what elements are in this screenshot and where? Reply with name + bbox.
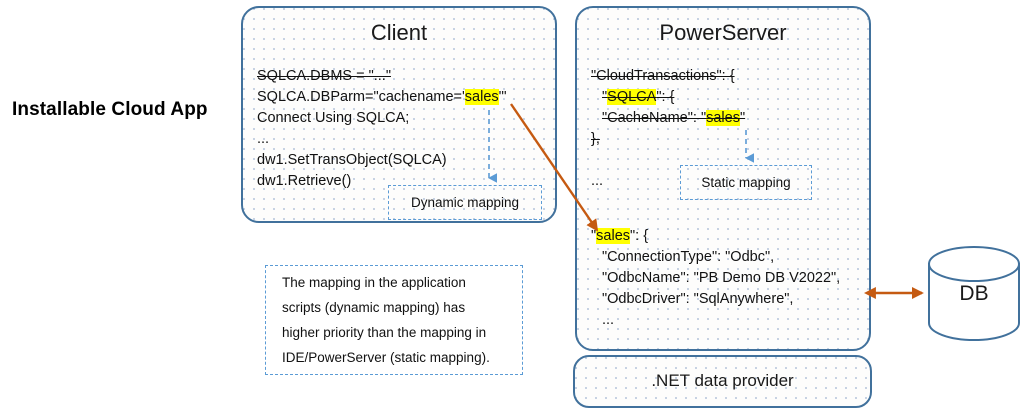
code-text: }, [591, 131, 600, 147]
powerserver-top-code-line-0: "CloudTransactions": { [591, 66, 745, 87]
client-code-line-2: Connect Using SQLCA; [257, 110, 410, 126]
priority-note-box: The mapping in the application scripts (d… [265, 265, 523, 375]
code-text: "OdbcName": "PB Demo DB V2022", [602, 270, 841, 286]
powerserver-bottom-code-line-2: "OdbcName": "PB Demo DB V2022", [591, 268, 840, 289]
code-text: '" [498, 89, 507, 105]
priority-note-line-1: scripts (dynamic mapping) has [282, 300, 466, 315]
powerserver-bottom-code-line-1: "ConnectionType": "Odbc", [591, 247, 840, 268]
code-text: ... [602, 312, 615, 328]
code-text: ": { [630, 228, 649, 244]
code-text: "OdbcDriver": "SqlAnywhere", [602, 291, 794, 307]
client-code-line-4: dw1.SetTransObject(SQLCA) [257, 152, 447, 168]
highlighted-token: sales [706, 110, 740, 126]
code-text: " [602, 89, 608, 105]
powerserver-sales-cache-code: "sales": { "ConnectionType": "Odbc", "Odbc… [591, 226, 840, 331]
highlighted-token: SQLCA [607, 89, 657, 105]
powerserver-top-code-line-3: }, [591, 129, 745, 150]
powerserver-bottom-code-line-0: "sales": { [591, 226, 840, 247]
net-data-provider-panel: .NET data provider [573, 355, 872, 408]
code-text: " [591, 228, 597, 244]
priority-note-line-3: IDE/PowerServer (static mapping). [282, 350, 490, 365]
code-text: ": { [656, 89, 675, 105]
powerserver-top-code-line-1: "SQLCA": { [591, 87, 745, 108]
code-text: "CacheName": " [602, 110, 707, 126]
net-data-provider-label: .NET data provider [651, 371, 794, 390]
client-panel: Client SQLCA.DBMS = "..." SQLCA.DBParm="c… [241, 6, 557, 223]
highlighted-token: sales [464, 89, 499, 105]
client-panel-title: Client [370, 20, 428, 45]
static-mapping-callout: Static mapping [680, 165, 812, 200]
client-code-line-5: dw1.Retrieve() [257, 173, 352, 189]
priority-note-text: The mapping in the application scripts (d… [282, 270, 490, 370]
code-text: "ConnectionType": "Odbc", [602, 249, 775, 265]
highlighted-token: sales [596, 228, 631, 244]
powerserver-panel: PowerServer "CloudTransactions": {"SQLCA… [575, 6, 871, 351]
priority-note-line-2: higher priority than the mapping in [282, 325, 487, 340]
client-code-line-3: ... [257, 131, 270, 147]
static-mapping-label: Static mapping [701, 175, 791, 190]
powerserver-bottom-code-line-3: "OdbcDriver": "SqlAnywhere", [591, 289, 840, 310]
powerserver-bottom-code-line-4: ... [591, 310, 840, 331]
client-code-block: SQLCA.DBMS = "..." SQLCA.DBParm="cachenam… [257, 66, 507, 192]
code-text: "CloudTransactions": { [591, 68, 735, 84]
client-code-line-1: SQLCA.DBParm="cachename='sales'" [257, 87, 507, 108]
db-label: DB [959, 282, 989, 305]
powerserver-top-code-line-2: "CacheName": "sales" [591, 108, 745, 129]
code-text: SQLCA.DBParm="cachename=' [257, 89, 465, 105]
installable-cloud-app-caption: Installable Cloud App [12, 99, 208, 120]
dynamic-mapping-callout: Dynamic mapping [388, 185, 542, 220]
cylinder-icon [928, 246, 1020, 341]
powerserver-panel-title: PowerServer [659, 20, 787, 45]
dynamic-mapping-label: Dynamic mapping [410, 195, 520, 210]
database-cylinder: DB [925, 246, 1023, 341]
client-code-line-0: SQLCA.DBMS = "..." [257, 68, 391, 84]
priority-note-line-0: The mapping in the application [282, 275, 466, 290]
code-text: ... [591, 173, 604, 189]
code-text: " [739, 110, 746, 126]
